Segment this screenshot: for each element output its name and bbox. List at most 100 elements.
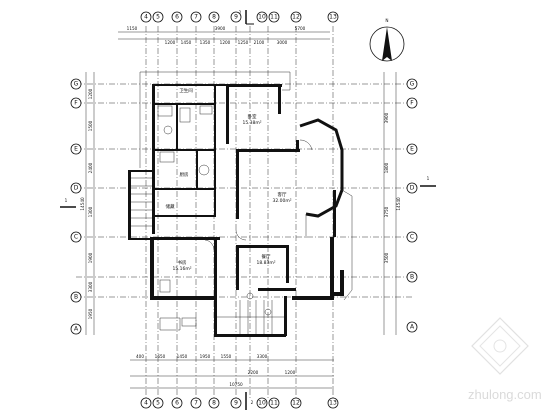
dim-bottom-inner-4: 1950 (200, 354, 211, 359)
dim-left-outer-1: 14540 (80, 197, 85, 211)
axis-bubble-right-A: A (406, 321, 418, 333)
axis-label: 12 (292, 14, 300, 21)
axis-bubble-bottom-6: 6 (171, 397, 183, 409)
room-label-storage: 储藏 (166, 203, 175, 210)
dim-left-inner-2: 1500 (88, 120, 93, 131)
axis-bubble-left-A: A (70, 323, 82, 335)
axis-bubble-top-8: 8 (208, 11, 220, 23)
north-arrow-icon: N (369, 18, 405, 62)
axes-bottom: 4 5 6 7 8 9 10 11 12 13 (140, 397, 339, 409)
dim-top-inner-2: 1450 (181, 40, 192, 45)
axes-top: 4 5 6 7 8 9 10 11 12 13 (140, 11, 339, 23)
axis-bubble-top-6: 6 (171, 11, 183, 23)
axis-label: C (74, 234, 78, 241)
axis-bubble-bottom-7: 7 (190, 397, 202, 409)
dim-top-inner-5: 1250 (238, 40, 249, 45)
axis-bubble-top-13: 13 (327, 11, 339, 23)
axis-label: 4 (144, 400, 148, 407)
axis-label: A (74, 326, 79, 333)
axes-left: G F E D C B A (70, 78, 82, 335)
dim-top-outer-1: 1150 (127, 26, 138, 31)
room-area-living: 32.00m² (272, 198, 291, 204)
section-mark-bottom: 2 (245, 392, 254, 410)
axis-bubble-right-D: D (406, 182, 418, 194)
room-label-study: 书房 (178, 259, 187, 266)
axis-label: G (410, 81, 415, 88)
axis-label: 13 (329, 400, 337, 407)
dim-top-inner-1: 1200 (165, 40, 176, 45)
axis-label: D (410, 185, 415, 192)
axis-label: 11 (270, 400, 278, 407)
dim-top-outer-3: 5700 (295, 26, 306, 31)
axis-label: D (74, 185, 79, 192)
section-mark-bottom-label: 2 (251, 400, 254, 405)
axis-bubble-left-F: F (70, 97, 82, 109)
axis-bubble-bottom-12: 12 (290, 397, 302, 409)
axis-label: F (410, 100, 414, 107)
axis-label: F (74, 100, 78, 107)
axis-label: 5 (156, 14, 160, 21)
axis-label: B (410, 274, 414, 281)
axis-label: 9 (234, 400, 238, 407)
dim-left-inner-3: 2400 (88, 162, 93, 173)
axis-label: B (74, 294, 78, 301)
building-walls (128, 84, 344, 337)
axis-bubble-left-C: C (70, 231, 82, 243)
room-label-living: 客厅 (278, 191, 287, 198)
dim-right-outer-1: 14540 (396, 197, 401, 211)
section-mark-left: 1 (60, 198, 76, 208)
axis-bubble-bottom-13: 13 (327, 397, 339, 409)
dim-bottom-inner-6: 3300 (257, 354, 268, 359)
watermark: zhulong.com (468, 317, 542, 402)
dimensions-bottom: 400 1650 1450 1950 1550 3300 2200 1200 1… (130, 354, 334, 389)
axis-label: 8 (212, 14, 216, 21)
axis-bubble-top-9: 9 (230, 11, 242, 23)
axis-bubble-left-G: G (70, 78, 82, 90)
room-label-bathroom: 卫生间 (179, 87, 193, 94)
room-label-bedroom: 卧室 (248, 113, 257, 120)
axis-bubble-left-E: E (70, 143, 82, 155)
axis-bubble-right-E: E (406, 143, 418, 155)
axis-bubble-right-B: B (406, 271, 418, 283)
axis-bubble-bottom-5: 5 (152, 397, 164, 409)
axis-bubble-top-11: 11 (268, 11, 280, 23)
section-mark-top-label: 2 (239, 10, 242, 15)
dim-top-inner-3: 1350 (200, 40, 211, 45)
dim-bottom-inner-1: 400 (136, 354, 144, 359)
dim-bottom-inner-2: 1650 (155, 354, 166, 359)
dim-right-inner-3: 3750 (384, 206, 389, 217)
axis-label: 10 (258, 14, 266, 21)
north-label: N (385, 18, 388, 23)
dim-right-inner-4: 3500 (384, 252, 389, 263)
room-label-kitchen: 厨房 (180, 171, 189, 178)
dim-left-inner-1: 1200 (88, 88, 93, 99)
watermark-logo-icon (471, 317, 529, 375)
axis-bubble-bottom-11: 11 (268, 397, 280, 409)
axis-bubble-top-12: 12 (290, 11, 302, 23)
axis-label: E (74, 146, 78, 153)
axis-label: 12 (292, 400, 300, 407)
axis-label: 5 (156, 400, 160, 407)
section-mark-right-label: 1 (427, 176, 430, 181)
dim-left-inner-5: 1900 (88, 252, 93, 263)
axis-label: 7 (194, 400, 198, 407)
dim-right-inner-1: 3900 (384, 112, 389, 123)
axis-label: 7 (194, 14, 198, 21)
dim-bottom-inner2-1: 2200 (248, 370, 259, 375)
room-label-dining: 餐厅 (262, 253, 271, 260)
watermark-text: zhulong.com (468, 387, 542, 402)
section-mark-left-label: 1 (65, 198, 68, 203)
dim-top-inner-4: 1200 (220, 40, 231, 45)
section-mark-top: 2 (239, 10, 254, 25)
room-area-dining: 18.83m² (256, 260, 275, 266)
dimensions-top: 1150 3900 5700 1200 1450 1350 1200 1250 … (118, 26, 330, 45)
section-mark-right: 1 (420, 176, 436, 187)
axis-label: 9 (234, 14, 238, 21)
dim-top-inner-7: 3000 (277, 40, 288, 45)
axis-bubble-bottom-10: 10 (256, 397, 268, 409)
axis-label: C (410, 234, 414, 241)
axis-label: 11 (270, 14, 278, 21)
dim-right-inner-2: 1800 (384, 162, 389, 173)
axis-label: A (410, 324, 415, 331)
